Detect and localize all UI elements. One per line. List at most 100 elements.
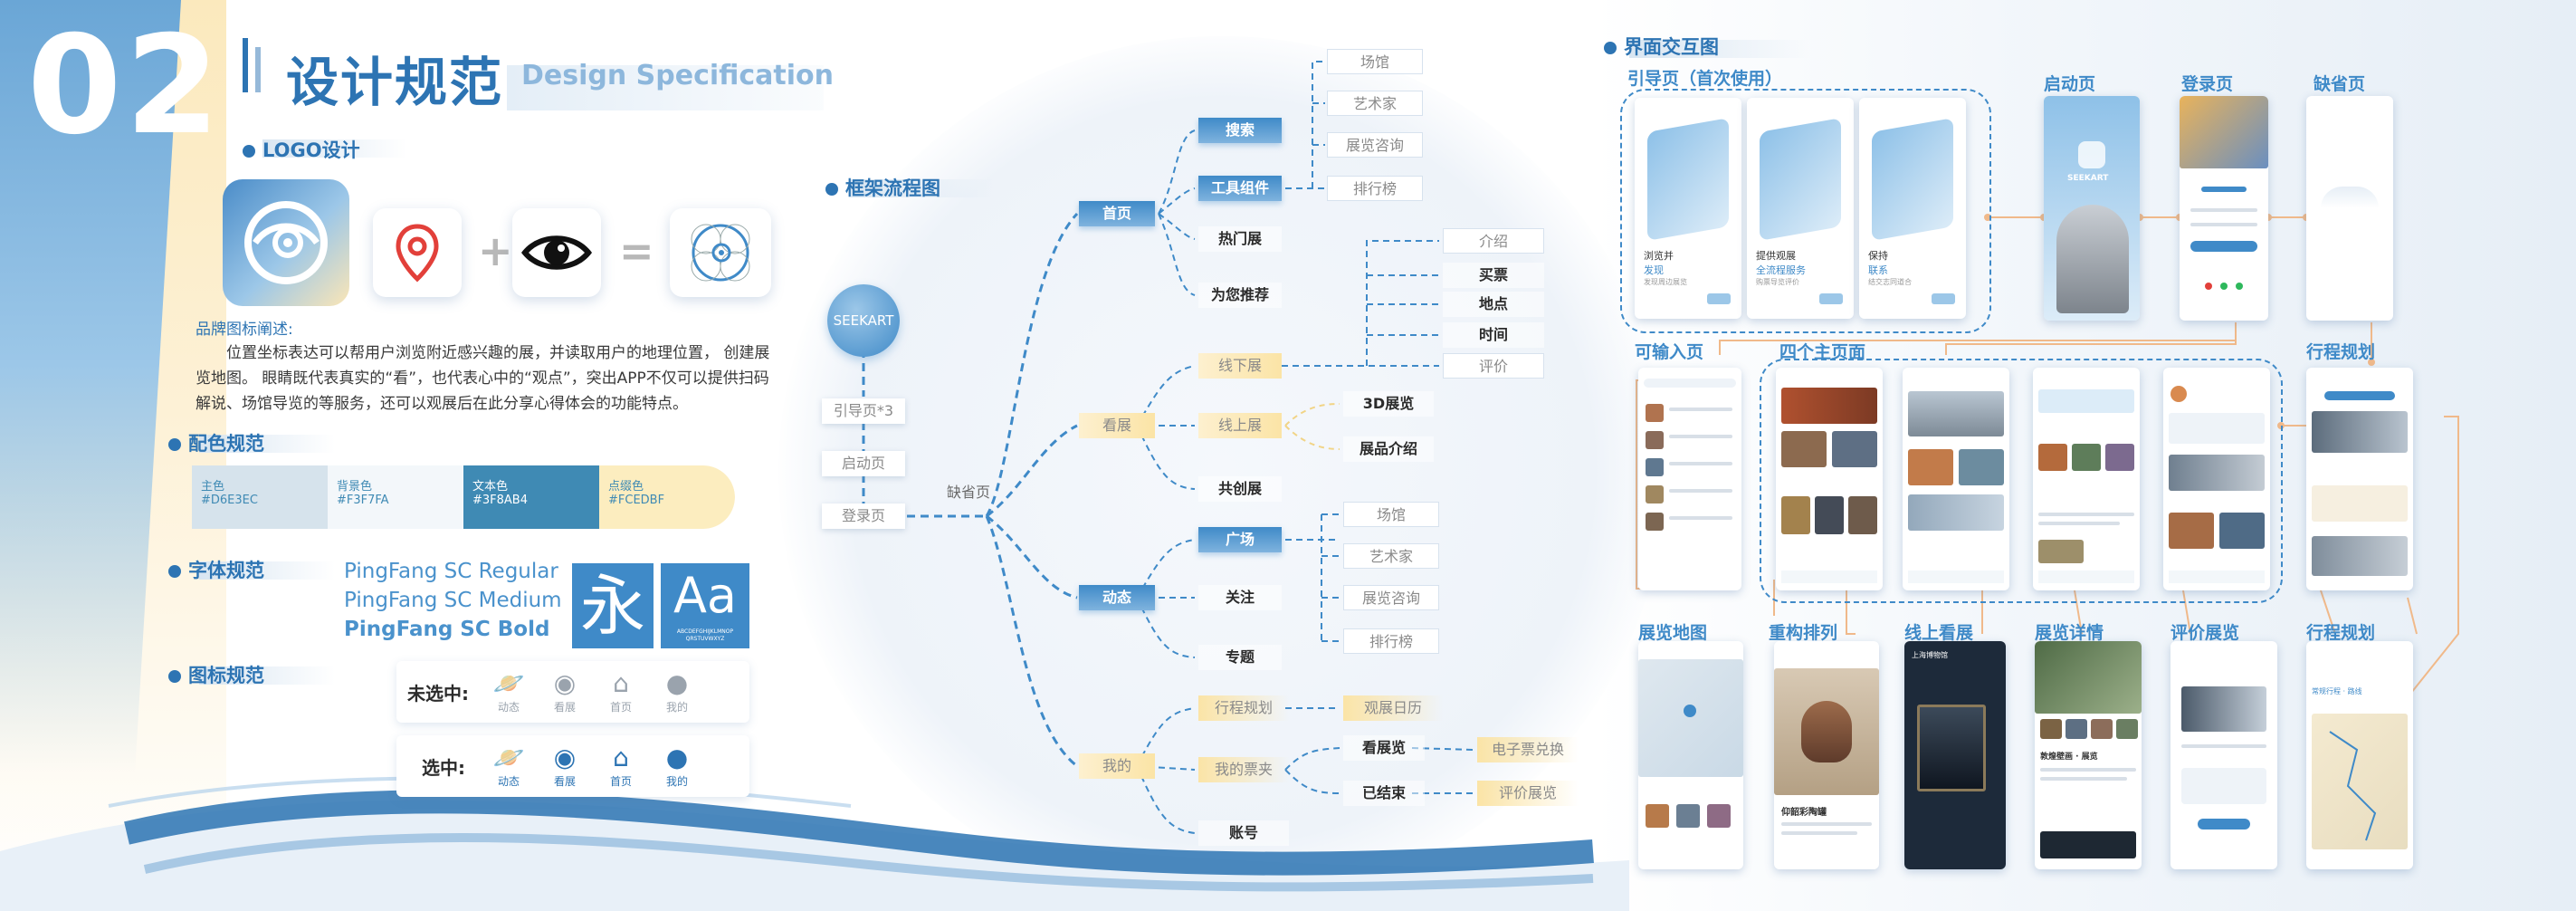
bullet-icon	[168, 670, 181, 683]
result-thumb	[1646, 404, 1664, 422]
empty-illustration	[2321, 187, 2379, 208]
location-pin-icon[interactable]	[1684, 705, 1696, 717]
route-map[interactable]	[2312, 714, 2408, 849]
avatar[interactable]	[2171, 386, 2187, 402]
flow-search-node: 搜索	[1198, 118, 1282, 143]
swatch-name: 文本色	[472, 480, 509, 494]
selected-label: 选中:	[422, 757, 465, 779]
wechat-icon[interactable]	[2220, 283, 2228, 290]
logo-section-title: LOGO设计	[243, 136, 360, 163]
icon-dynamic[interactable]: 🪐动态	[491, 668, 527, 714]
icon-label: 看展	[553, 701, 576, 714]
tab-bar[interactable]	[2038, 571, 2134, 583]
next-button[interactable]	[1932, 293, 1955, 304]
tab-bar[interactable]	[1908, 571, 2004, 583]
home-icon: ⌂	[613, 743, 629, 772]
nearby-thumb	[1707, 804, 1731, 828]
label-map: 展览地图	[1638, 623, 1708, 643]
font-bold: PingFang SC Bold	[344, 618, 550, 641]
guide-line2: 发现	[1644, 264, 1664, 276]
search-bar[interactable]	[1644, 379, 1736, 388]
eye-pin-logo-icon	[244, 201, 328, 284]
caption-text	[1781, 822, 1872, 826]
swatch-text: 文本色#3F8AB4	[463, 465, 599, 529]
card-image	[2169, 513, 2214, 549]
review-input[interactable]	[2181, 768, 2266, 804]
post-image	[2072, 444, 2101, 471]
next-button[interactable]	[1707, 293, 1731, 304]
guide-line1: 浏览并	[1644, 250, 1674, 262]
color-swatch-strip: 主色#D6E3EC 背景色#F3F7FA 文本色#3F8AB4 点缀色#FCED…	[192, 465, 735, 529]
username-field[interactable]	[2190, 208, 2257, 212]
equals-sign: =	[619, 226, 654, 275]
font-medium: PingFang SC Medium	[344, 589, 562, 612]
flow-eticket-node: 电子票兑换	[1477, 737, 1579, 762]
title-background-bar	[507, 65, 824, 110]
user-icon: ●	[665, 668, 689, 698]
guide-desc: 结交志同道合	[1868, 278, 1912, 286]
phone-missing	[2306, 96, 2393, 321]
flow-tool-news: 展览咨询	[1327, 132, 1423, 158]
icon-label: 我的	[665, 701, 688, 714]
swatch-background: 背景色#F3F7FA	[328, 465, 463, 529]
section-number: 02	[27, 7, 224, 165]
pottery-jar	[1801, 701, 1852, 762]
post-image	[2038, 540, 2084, 563]
plus-sign: +	[478, 226, 513, 275]
bullet-icon	[1604, 42, 1617, 54]
login-button[interactable]	[2190, 241, 2257, 252]
flow-square-node: 广场	[1198, 527, 1282, 552]
icon-label: 看展	[553, 775, 576, 788]
flow-offline-intro: 介绍	[1443, 228, 1544, 254]
icon-home[interactable]: ⌂首页	[603, 668, 639, 714]
flow-online-3d: 3D展览	[1343, 391, 1434, 417]
submit-review-button[interactable]	[2198, 819, 2250, 829]
calligraphy-card	[2312, 485, 2408, 522]
interaction-section-title: 界面交互图	[1604, 33, 1719, 60]
tab-bar[interactable]	[2169, 571, 2265, 583]
icon-home-selected[interactable]: ⌂首页	[603, 743, 639, 789]
post-text	[2038, 513, 2134, 516]
painting-frame[interactable]	[1917, 705, 1986, 791]
label-login: 登录页	[2181, 74, 2234, 94]
result-line	[1669, 408, 1732, 411]
flow-root-node: SEEKART	[827, 284, 900, 357]
card-image	[1832, 431, 1877, 467]
guide-line2: 全流程服务	[1756, 264, 1806, 276]
icon-mine-selected[interactable]: ●我的	[659, 743, 695, 789]
label-input: 可输入页	[1635, 342, 1704, 362]
result-line	[1669, 435, 1732, 438]
flow-home-node: 首页	[1079, 201, 1155, 226]
flow-online-items: 展品介绍	[1343, 436, 1434, 462]
detail-hero	[2035, 641, 2142, 714]
guide-illustration	[1647, 118, 1729, 241]
icon-mine[interactable]: ● 我的	[659, 668, 695, 714]
title-accent-bar-2	[255, 47, 261, 92]
flow-online-node: 线上展	[1198, 413, 1282, 438]
phone-map	[1638, 641, 1743, 869]
icon-exhibit-selected[interactable]: ◉看展	[547, 743, 583, 789]
phone-main-home	[1776, 368, 1883, 590]
bullet-icon	[168, 438, 181, 451]
next-button[interactable]	[1819, 293, 1843, 304]
icon-exhibit[interactable]: ◉看展	[547, 668, 583, 714]
icon-dynamic-selected[interactable]: 🪐动态	[491, 743, 527, 789]
result-thumb	[1646, 513, 1664, 531]
location-pin-icon	[396, 224, 439, 283]
interaction-header-bar	[1629, 40, 1810, 58]
qq-icon[interactable]	[2236, 283, 2243, 290]
flow-offline-node: 线下展	[1198, 353, 1282, 379]
phone-main-exhibit	[1903, 368, 2009, 590]
plan-tab-button[interactable]	[2324, 391, 2395, 400]
map-area[interactable]	[1638, 659, 1743, 777]
swatch-primary: 主色#D6E3EC	[192, 465, 328, 529]
weibo-icon[interactable]	[2205, 283, 2212, 290]
password-field[interactable]	[2190, 223, 2257, 226]
label-plan2: 行程规划	[2306, 623, 2376, 643]
swatch-hex: #FCEDBF	[608, 494, 665, 507]
nearby-thumb	[1676, 804, 1700, 828]
title-accent-bar	[243, 38, 248, 92]
flow-ended-node: 已结束	[1343, 781, 1425, 806]
label-missing: 缺省页	[2314, 74, 2366, 94]
tab-bar[interactable]	[1781, 571, 1877, 583]
